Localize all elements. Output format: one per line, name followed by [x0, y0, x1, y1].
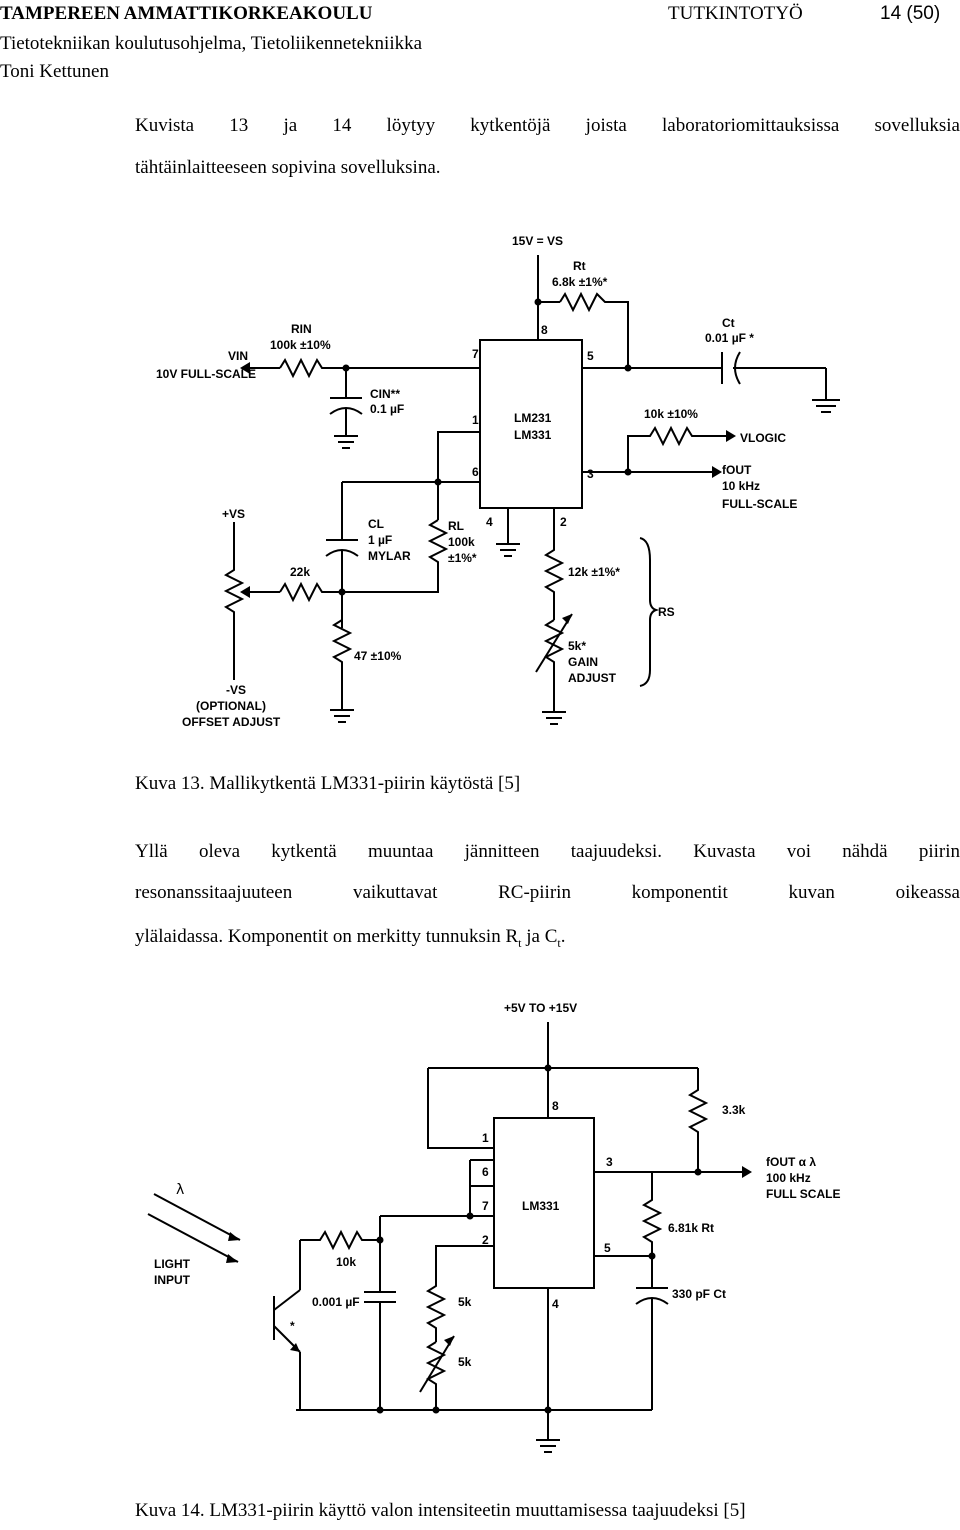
fig13-cin-value: 0.1 µF	[370, 402, 404, 416]
fig14-pin-3: 3	[606, 1155, 613, 1169]
fig13-minus-vs: -VS	[226, 683, 246, 697]
fig13-ct-name: Ct	[722, 316, 735, 330]
fig13-rin-value: 100k ±10%	[270, 338, 331, 352]
fig14-pin-7: 7	[482, 1199, 489, 1213]
fig14-pin-4: 4	[552, 1297, 559, 1311]
body-line-2: resonanssitaajuuteen vaikuttavat RC-piir…	[135, 882, 960, 903]
page-number: 14 (50)	[880, 3, 941, 24]
fig13-rs: RS	[658, 605, 675, 619]
fig13-ct-value: 0.01 µF *	[705, 331, 754, 345]
fig14-fout: fOUT α λ	[766, 1155, 816, 1169]
caption-figure-14: Kuva 14. LM331-piirin käyttö valon inten…	[135, 1500, 746, 1521]
ic-label-lm231: LM231	[514, 411, 552, 425]
fig14-ct: 330 pF Ct	[672, 1287, 726, 1301]
body-line-3: ylälaidassa. Komponentit on merkitty tun…	[135, 926, 566, 950]
fig13-r12k: 12k ±1%*	[568, 565, 620, 579]
fig13-gain: GAIN	[568, 655, 598, 669]
fig14-star: *	[290, 1319, 295, 1333]
fig14-fout-scale: FULL SCALE	[766, 1187, 840, 1201]
intro-line-1: Kuvista 13 ja 14 löytyy kytkentöjä joist…	[135, 115, 960, 136]
pin-2: 2	[560, 515, 567, 529]
fig13-cl-name: CL	[368, 517, 384, 531]
intro-line-2: tähtäinlaitteeseen sopivina sovelluksina…	[135, 157, 441, 178]
pin-7: 7	[472, 347, 479, 361]
body-line-1: Yllä oleva kytkentä muuntaa jännitteen t…	[135, 841, 960, 862]
fig14-pin-2: 2	[482, 1233, 489, 1247]
lm331-ic-body-fig14	[493, 1117, 595, 1289]
fig13-rin-name: RIN	[291, 322, 312, 336]
fig13-adjust: ADJUST	[568, 671, 617, 685]
fig13-optional: (OPTIONAL)	[196, 699, 266, 713]
fig14-input: INPUT	[154, 1273, 191, 1287]
fig13-cl-value: 1 µF	[368, 533, 392, 547]
pin-8: 8	[541, 323, 548, 337]
fig13-pullup: 10k ±10%	[644, 407, 698, 421]
fig14-light: LIGHT	[154, 1257, 191, 1271]
fig14-r5k-a: 5k	[458, 1295, 472, 1309]
fig14-pin-1: 1	[482, 1131, 489, 1145]
fig13-vlogic: VLOGIC	[740, 431, 786, 445]
fig13-vin: VIN	[228, 349, 248, 363]
fig14-pin-6: 6	[482, 1165, 489, 1179]
fig13-rt-name: Rt	[573, 259, 586, 273]
fig13-offset-adjust: OFFSET ADJUST	[182, 715, 281, 729]
fig14-pin-8: 8	[552, 1099, 559, 1113]
pin-4: 4	[486, 515, 493, 529]
fig13-vin-scale: 10V FULL-SCALE	[156, 367, 256, 381]
fig13-r5k: 5k*	[568, 639, 586, 653]
fig13-rl-tol: ±1%*	[448, 551, 477, 565]
fig14-r5k-b: 5k	[458, 1355, 472, 1369]
fig13-fout-scale: FULL-SCALE	[722, 497, 797, 511]
fig14-c001: 0.001 µF	[312, 1295, 360, 1309]
fig13-plus-vs: +VS	[222, 507, 245, 521]
fig13-r22k: 22k	[290, 565, 310, 579]
fig13-rt-value: 6.8k ±1%*	[552, 275, 608, 289]
pin-3: 3	[587, 467, 594, 481]
caption-figure-13: Kuva 13. Mallikytkentä LM331-piirin käyt…	[135, 773, 521, 794]
fig14-pin-5: 5	[604, 1241, 611, 1255]
ic-label-lm331: LM331	[514, 428, 552, 442]
fig13-rl-name: RL	[448, 519, 464, 533]
fig14-lambda: λ	[176, 1182, 184, 1198]
fig14-fout-freq: 100 kHz	[766, 1171, 811, 1185]
header-doc-type: TUTKINTOTYÖ	[668, 3, 803, 24]
pin-5: 5	[587, 349, 594, 363]
fig13-fout: fOUT	[722, 463, 752, 477]
header-program: Tietotekniikan koulutusohjelma, Tietolii…	[0, 33, 423, 54]
lm331-ic-body	[479, 339, 583, 509]
fig14-r33k: 3.3k	[722, 1103, 746, 1117]
fig13-cl-type: MYLAR	[368, 549, 411, 563]
fig13-fout-freq: 10 kHz	[722, 479, 760, 493]
fig13-rl-value: 100k	[448, 535, 475, 549]
pin-6: 6	[472, 465, 479, 479]
fig13-supply: 15V = VS	[512, 234, 563, 248]
fig14-supply: +5V TO +15V	[504, 1001, 577, 1015]
header-school: TAMPEREEN AMMATTIKORKEAKOULU	[0, 3, 373, 24]
fig13-cin-name: CIN**	[370, 387, 400, 401]
fig14-ic-label: LM331	[522, 1199, 560, 1213]
fig13-r47: 47 ±10%	[354, 649, 402, 663]
pin-1: 1	[472, 413, 479, 427]
fig14-r10k: 10k	[336, 1255, 356, 1269]
fig14-rt: 6.81k Rt	[668, 1221, 714, 1235]
header-author: Toni Kettunen	[0, 61, 109, 82]
